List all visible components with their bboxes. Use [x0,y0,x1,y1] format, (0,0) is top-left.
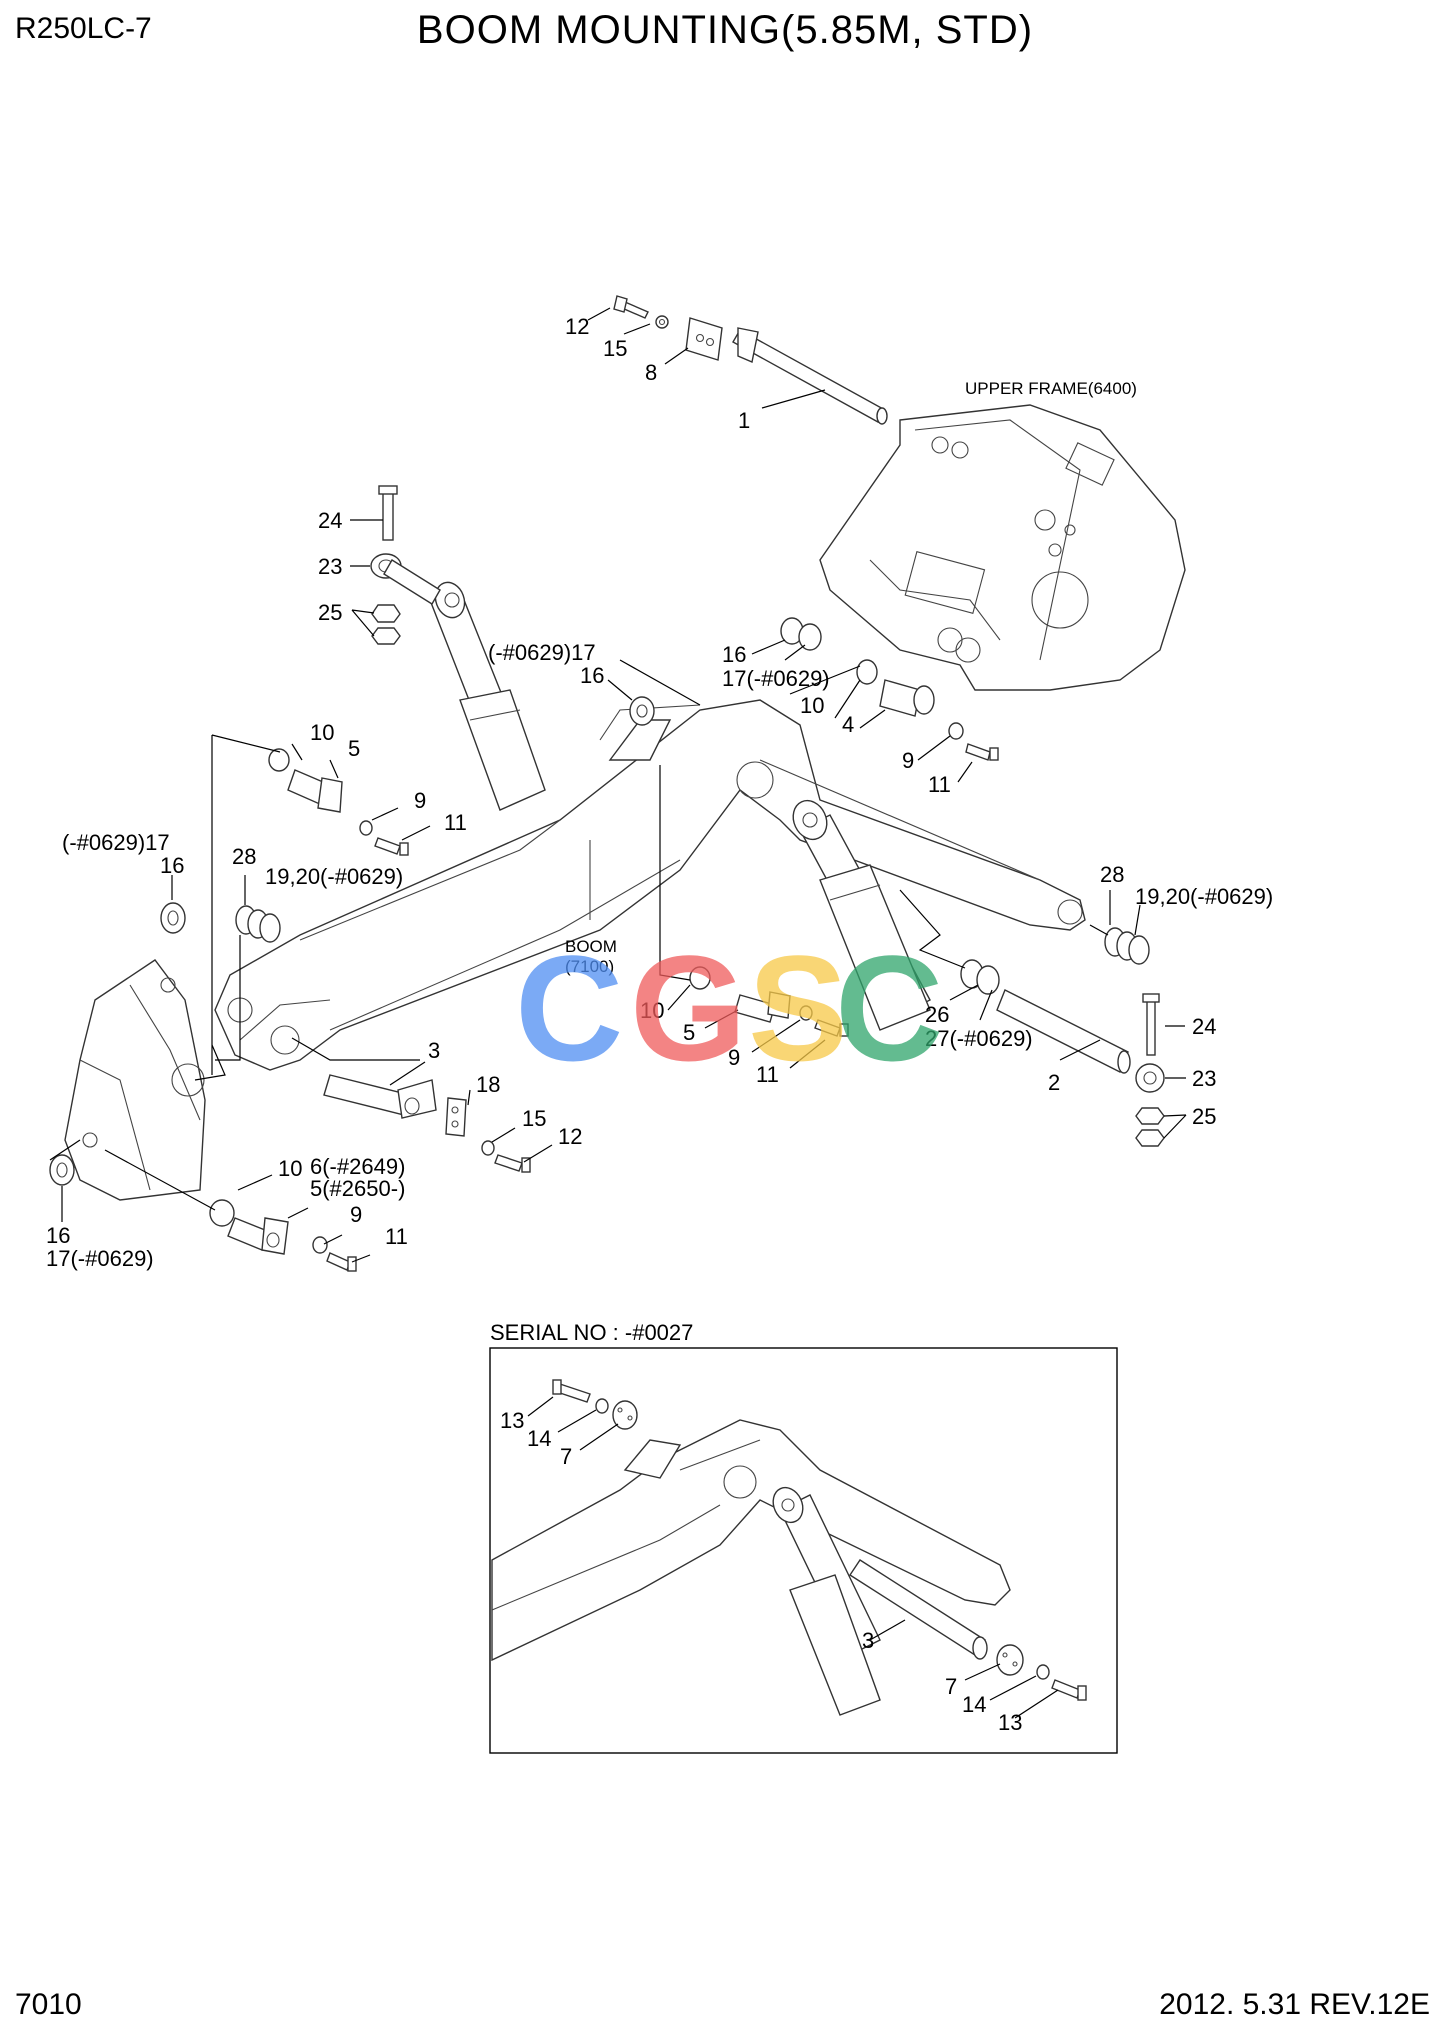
watermark-letter-1: C [515,924,623,1092]
inset-pin-3 [849,1559,988,1660]
inset-cylinder [772,1486,881,1716]
callout-16-left: 16 [160,853,184,878]
watermark-letter-3: S [748,924,848,1092]
callout-23-right: 23 [1192,1066,1216,1091]
callout-12-bottom: 12 [558,1124,582,1149]
callout-17-frame: 17(-#0629) [722,666,830,691]
callout-6: 6(-#2649) [310,1154,405,1179]
callout-23: 23 [318,554,342,579]
inset-frame [489,1347,1118,1754]
inset-callout-14-bottom: 14 [962,1692,986,1717]
watermark-letter-4: C [835,924,943,1092]
callout-24-right: 24 [1192,1014,1216,1039]
callout-12: 12 [565,314,589,339]
callout-11-frame: 11 [928,772,951,797]
boom-cylinder-right [792,799,931,1031]
callout-9-mid: 9 [728,1045,740,1070]
callout-11-bottom: 11 [385,1224,408,1249]
watermark-letter-2: G [630,924,747,1092]
pin-5-mid-group [689,966,849,1037]
inset-callout-7-top: 7 [560,1444,572,1469]
upper-frame-part [819,404,1186,691]
callout-11-left: 11 [444,810,467,835]
revision-date: 2012. 5.31 REV.12E [1159,1988,1430,2021]
boom-cylinder-left [429,581,546,811]
pin-4-group [780,617,999,761]
inset-callout-13-bottom: 13 [998,1710,1022,1735]
callout-9-left: 9 [414,788,426,813]
page-number: 7010 [15,1988,82,2021]
callout-8: 8 [645,360,657,385]
callout-28-right: 28 [1100,862,1124,887]
callout-27: 27(-#0629) [925,1026,1033,1051]
boom-ref-label: (7100) [565,957,614,976]
callout-16-top: 16 [580,663,604,688]
callout-1: 1 [738,408,750,433]
washer-16-17-bottom [49,1154,75,1186]
callout-26: 26 [925,1002,949,1027]
inset-top-fastener [552,1379,638,1430]
shim-28-19-20-left [235,905,281,943]
callout-10-left: 10 [310,720,334,745]
callout-17-top: (-#0629)17 [488,640,596,665]
callout-10-bottom: 10 [278,1156,302,1181]
upper-frame-label: UPPER FRAME(6400) [965,379,1137,398]
callout-24: 24 [318,508,342,533]
callout-28-left: 28 [232,844,256,869]
callout-15-bottom: 15 [522,1106,546,1131]
callout-4: 4 [842,712,854,737]
inset-heading: SERIAL NO : -#0027 [490,1320,693,1345]
callout-17-bottom: 17(-#0629) [46,1246,154,1271]
callout-5-mid: 5 [683,1020,695,1045]
callout-10-mid: 10 [640,998,664,1023]
boom-foot-bracket [64,959,206,1201]
callout-25: 25 [318,600,342,625]
callout-16-bottom: 16 [46,1223,70,1248]
pin-6-5-bottom-group [209,1199,357,1272]
watermark-logo: C G S C [515,924,943,1092]
inset-boom [491,1419,1011,1662]
callout-5-bottom: 5(#2650-) [310,1176,405,1201]
inset-callout-13-top: 13 [500,1408,524,1433]
pin-2-group [960,959,1165,1147]
pin-5-left-group [268,748,409,856]
callout-18: 18 [476,1072,500,1097]
callout-9-frame: 9 [902,748,914,773]
inset-callout-14-top: 14 [527,1426,551,1451]
callout-3: 3 [428,1038,440,1063]
washer-16-17-top [629,696,655,726]
inset-callout-7-bottom: 7 [945,1674,957,1699]
bolt-24-23-25-group [370,485,441,645]
washer-16-17-left [160,902,186,934]
model-code: R250LC-7 [15,12,152,45]
page-title: BOOM MOUNTING(5.85M, STD) [416,8,1034,52]
callout-10-frame: 10 [800,693,824,718]
callout-16-frame: 16 [722,642,746,667]
shim-28-19-20-right [1104,927,1150,965]
callout-9-bottom: 9 [350,1202,362,1227]
callout-17-left: (-#0629)17 [62,830,170,855]
inset-callout-3: 3 [862,1628,874,1653]
inset-bottom-fastener [996,1644,1087,1701]
pin-3-group [323,1074,531,1173]
callout-25-right: 25 [1192,1104,1216,1129]
pin-1-group [613,295,888,425]
callout-19-20-right: 19,20(-#0629) [1135,884,1273,909]
callout-2: 2 [1048,1070,1060,1095]
callout-19-20-left: 19,20(-#0629) [265,864,403,889]
callout-15: 15 [603,336,627,361]
callout-5-left: 5 [348,736,360,761]
boom-label: BOOM [565,937,617,956]
boom-part [214,699,1086,1071]
callout-11-mid: 11 [756,1062,779,1087]
